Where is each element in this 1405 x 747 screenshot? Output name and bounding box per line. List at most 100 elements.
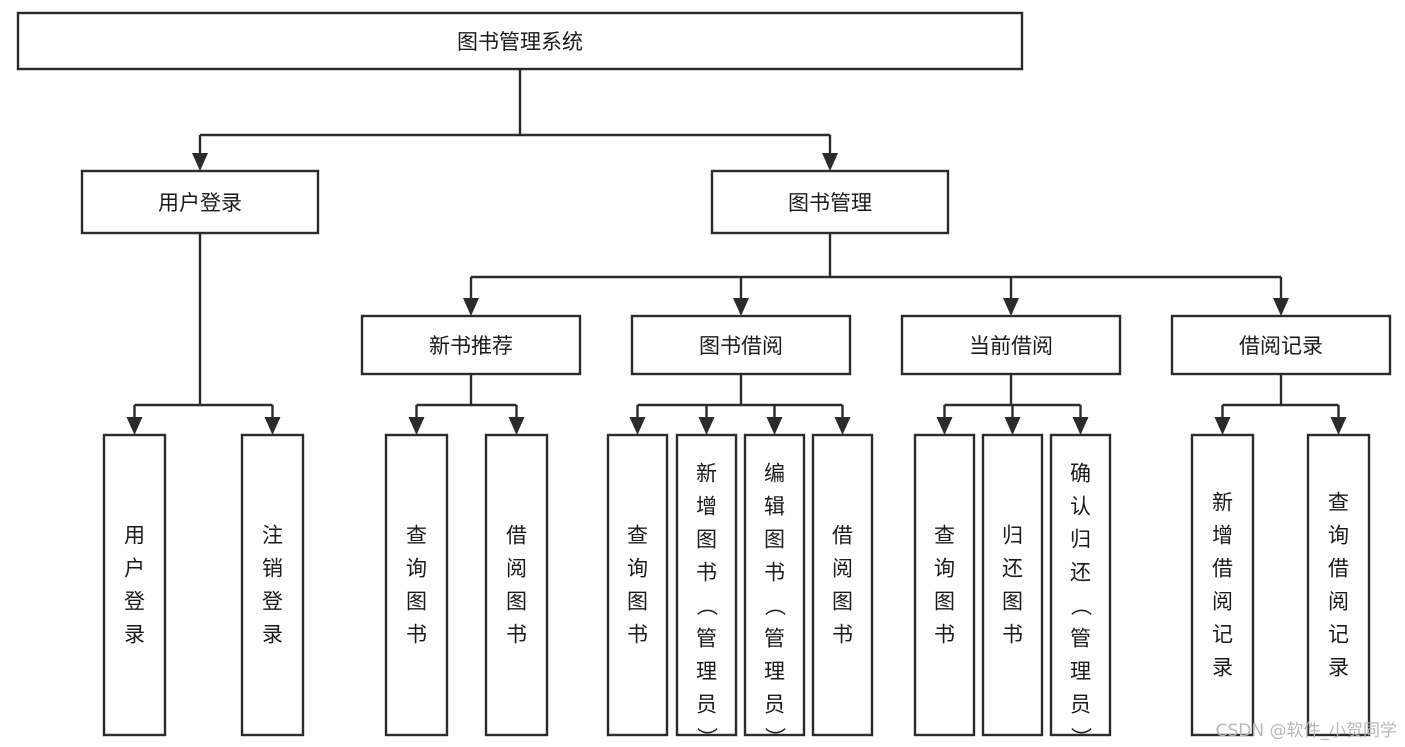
node-current-borrow[interactable]: 当前借阅 bbox=[900, 314, 1122, 376]
node-leaf-borrow-book-rec-label-char: 图 bbox=[506, 590, 527, 614]
node-leaf-logout-label-char: 销 bbox=[262, 557, 283, 581]
node-borrow-record-label: 借阅记录 bbox=[1239, 334, 1323, 358]
node-leaf-add-borrow-record-label-char: 增 bbox=[1212, 524, 1233, 548]
node-root-box[interactable] bbox=[16, 11, 1024, 71]
node-leaf-user-login-label-char: 用 bbox=[124, 524, 145, 548]
node-root[interactable]: 图书管理系统 bbox=[16, 11, 1024, 71]
node-leaf-logout-label-char: 登 bbox=[262, 590, 283, 614]
node-leaf-edit-book-admin-label-char: 管 bbox=[764, 627, 785, 651]
node-leaf-edit-book-admin-label-char: 图 bbox=[764, 528, 785, 552]
node-leaf-edit-book-admin-label-char: ） bbox=[763, 727, 787, 747]
node-leaf-query-borrow-record-box[interactable] bbox=[1306, 433, 1371, 737]
node-user-login[interactable]: 用户登录 bbox=[80, 169, 320, 235]
node-leaf-borrow-book-label-char: 借 bbox=[832, 524, 853, 548]
node-leaf-add-borrow-record-label-char: 录 bbox=[1212, 656, 1233, 680]
arrow-head-icon bbox=[1330, 417, 1347, 435]
node-new-book-rec[interactable]: 新书推荐 bbox=[360, 314, 582, 376]
arrow-head-icon bbox=[1072, 417, 1089, 435]
node-user-login-box[interactable] bbox=[80, 169, 320, 235]
node-leaf-borrow-book-rec-label-char: 阅 bbox=[506, 557, 527, 581]
node-leaf-add-book-admin-label-char: 理 bbox=[696, 660, 717, 684]
node-leaf-query-borrow-record-label-char: 录 bbox=[1328, 656, 1349, 680]
node-leaf-confirm-return-admin-label-char: 还 bbox=[1070, 561, 1091, 585]
node-leaf-edit-book-admin-box[interactable] bbox=[743, 433, 806, 737]
node-leaf-edit-book-admin-label-char: 辑 bbox=[764, 495, 785, 519]
node-leaf-query-book-borrow-label-char: 查 bbox=[627, 524, 648, 548]
arrow-head-icon bbox=[508, 417, 525, 435]
node-current-borrow-label: 当前借阅 bbox=[969, 334, 1053, 358]
node-leaf-confirm-return-admin-label-char: 员 bbox=[1070, 693, 1091, 717]
node-leaf-query-book-borrow-label-char: 书 bbox=[627, 623, 648, 647]
node-current-borrow-box[interactable] bbox=[900, 314, 1122, 376]
arrow-head-icon bbox=[733, 298, 749, 316]
node-leaf-query-book-cur-label-char: 询 bbox=[934, 557, 955, 581]
node-leaf-logout-box[interactable] bbox=[240, 433, 305, 737]
node-leaf-add-book-admin-label-char: 新 bbox=[696, 462, 717, 486]
node-leaf-query-borrow-record-label-char: 记 bbox=[1328, 623, 1349, 647]
node-leaf-query-book-rec-label-char: 查 bbox=[406, 524, 427, 548]
node-leaf-add-book-admin-label-char: 图 bbox=[696, 528, 717, 552]
arrow-head-icon bbox=[822, 153, 838, 171]
node-leaf-query-book-borrow-label-char: 询 bbox=[627, 557, 648, 581]
node-book-borrow[interactable]: 图书借阅 bbox=[630, 314, 852, 376]
node-leaf-edit-book-admin-label-char: （ bbox=[763, 595, 787, 616]
node-leaf-user-login[interactable]: 用户登录 bbox=[102, 433, 167, 737]
node-leaf-borrow-book-box[interactable] bbox=[811, 433, 874, 737]
node-leaf-borrow-book-rec-box[interactable] bbox=[484, 433, 549, 737]
node-leaf-query-book-borrow-label-char: 图 bbox=[627, 590, 648, 614]
node-leaf-query-book-rec-box[interactable] bbox=[384, 433, 449, 737]
node-leaf-logout-label-char: 注 bbox=[262, 524, 283, 548]
node-leaf-user-login-box[interactable] bbox=[102, 433, 167, 737]
node-user-login-label: 用户登录 bbox=[158, 191, 242, 215]
node-leaf-query-book-borrow-box[interactable] bbox=[606, 433, 669, 737]
node-leaf-add-borrow-record-box[interactable] bbox=[1190, 433, 1255, 737]
node-leaf-borrow-book-rec-label-char: 书 bbox=[506, 623, 527, 647]
node-book-manage-box[interactable] bbox=[710, 169, 950, 235]
node-leaf-user-login-label-char: 登 bbox=[124, 590, 145, 614]
node-book-manage-label: 图书管理 bbox=[788, 191, 872, 215]
node-leaf-query-book-cur-box[interactable] bbox=[913, 433, 976, 737]
node-leaf-confirm-return-admin-label-char: 归 bbox=[1070, 528, 1091, 552]
node-leaf-query-book-cur-label-char: 查 bbox=[934, 524, 955, 548]
connectors-layer bbox=[126, 69, 1347, 435]
node-leaf-edit-book-admin-label-char: 书 bbox=[764, 561, 785, 585]
csdn-watermark: CSDN @软件_小贺同学 bbox=[1215, 721, 1397, 741]
node-leaf-borrow-book-rec-label-char: 借 bbox=[506, 524, 527, 548]
arrow-head-icon bbox=[264, 417, 281, 435]
arrow-head-icon bbox=[1273, 298, 1289, 316]
node-leaf-return-book-label-char: 还 bbox=[1002, 557, 1023, 581]
node-leaf-borrow-book-label-char: 图 bbox=[832, 590, 853, 614]
arrow-head-icon bbox=[1004, 417, 1021, 435]
node-leaf-confirm-return-admin-box[interactable] bbox=[1049, 433, 1112, 737]
node-leaf-add-borrow-record-label-char: 借 bbox=[1212, 557, 1233, 581]
node-leaf-query-book-cur-label-char: 书 bbox=[934, 623, 955, 647]
node-leaf-return-book-box[interactable] bbox=[981, 433, 1044, 737]
node-leaf-add-borrow-record-label-char: 新 bbox=[1212, 491, 1233, 515]
node-borrow-record[interactable]: 借阅记录 bbox=[1170, 314, 1392, 376]
arrow-head-icon bbox=[408, 417, 425, 435]
node-leaf-query-book-rec-label-char: 询 bbox=[406, 557, 427, 581]
node-borrow-record-box[interactable] bbox=[1170, 314, 1392, 376]
node-leaf-add-book-admin-box[interactable] bbox=[675, 433, 738, 737]
node-book-borrow-box[interactable] bbox=[630, 314, 852, 376]
node-leaf-confirm-return-admin-label-char: ） bbox=[1069, 727, 1093, 747]
node-leaf-add-book-admin-label-char: 员 bbox=[696, 693, 717, 717]
node-leaf-confirm-return-admin-label-char: （ bbox=[1069, 595, 1093, 616]
node-leaf-add-book-admin-label-char: 管 bbox=[696, 627, 717, 651]
node-book-manage[interactable]: 图书管理 bbox=[710, 169, 950, 235]
arrow-head-icon bbox=[192, 153, 208, 171]
node-new-book-rec-box[interactable] bbox=[360, 314, 582, 376]
